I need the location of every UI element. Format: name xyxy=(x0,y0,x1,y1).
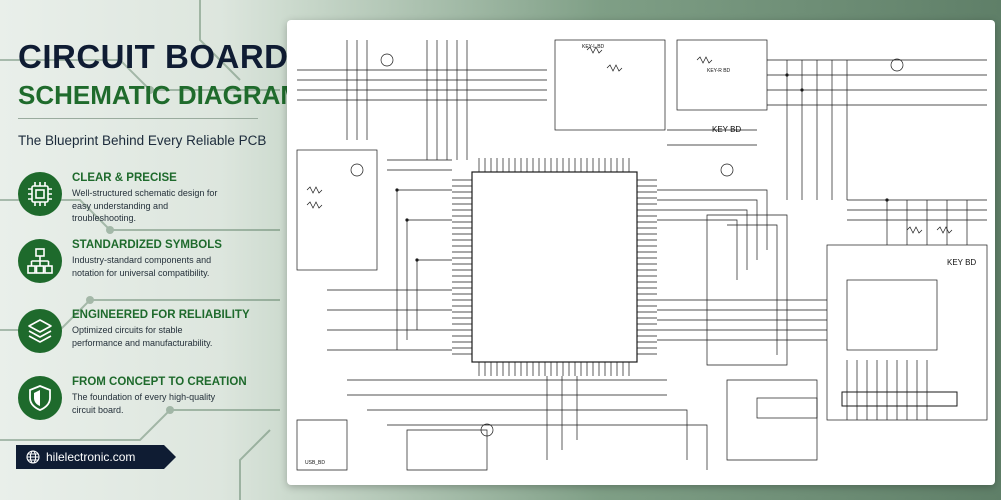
website-url: hilelectronic.com xyxy=(46,450,136,464)
feature-concept-creation: FROM CONCEPT TO CREATION The foundation … xyxy=(18,376,278,440)
feature-title: STANDARDIZED SYMBOLS xyxy=(72,239,222,251)
feature-engineered-reliability: ENGINEERED FOR RELIABILITY Optimized cir… xyxy=(18,309,278,373)
key-l-bd-label: KEY-L BD xyxy=(582,44,605,50)
shield-icon xyxy=(18,376,62,420)
main-mcu-chip xyxy=(471,171,638,363)
title-divider xyxy=(18,118,258,119)
chip-icon xyxy=(18,172,62,216)
globe-icon xyxy=(26,450,40,464)
schematic-diagram: KEY BD KEY BD KEY-L BD KEY-R BD USB_BD xyxy=(287,20,995,485)
subtitle: The Blueprint Behind Every Reliable PCB xyxy=(18,133,267,148)
schematic-drawing: KEY BD KEY BD KEY-L BD KEY-R BD USB_BD xyxy=(296,39,988,471)
feature-description: Optimized circuits for stable performanc… xyxy=(72,325,213,348)
key-bd-label-2: KEY BD xyxy=(947,258,976,267)
usb-bd-label: USB_BD xyxy=(305,460,325,466)
key-l-section xyxy=(554,39,666,131)
info-panel: CIRCUIT BOARD SCHEMATIC DIAGRAM The Blue… xyxy=(0,0,302,500)
feature-description: The foundation of every high-quality cir… xyxy=(72,392,216,415)
feature-standardized-symbols: STANDARDIZED SYMBOLS Industry-standard c… xyxy=(18,239,278,303)
feature-description: Well-structured schematic design for eas… xyxy=(72,188,218,223)
layers-icon xyxy=(18,309,62,353)
key-r-bd-label: KEY-R BD xyxy=(707,68,731,74)
feature-title: CLEAR & PRECISE xyxy=(72,172,177,184)
feature-description: Industry-standard components and notatio… xyxy=(72,255,212,278)
key-r-section xyxy=(676,39,768,111)
title-line-2: SCHEMATIC DIAGRAM xyxy=(18,80,303,110)
website-link[interactable]: hilelectronic.com xyxy=(16,445,176,469)
feature-title: FROM CONCEPT TO CREATION xyxy=(72,376,247,388)
usb-section xyxy=(296,419,348,471)
feature-title: ENGINEERED FOR RELIABILITY xyxy=(72,309,250,321)
key-bd-label-1: KEY BD xyxy=(712,125,741,134)
feature-clear-precise: CLEAR & PRECISE Well-structured schemati… xyxy=(18,172,278,236)
title-line-1: CIRCUIT BOARD xyxy=(18,38,289,75)
network-icon xyxy=(18,239,62,283)
